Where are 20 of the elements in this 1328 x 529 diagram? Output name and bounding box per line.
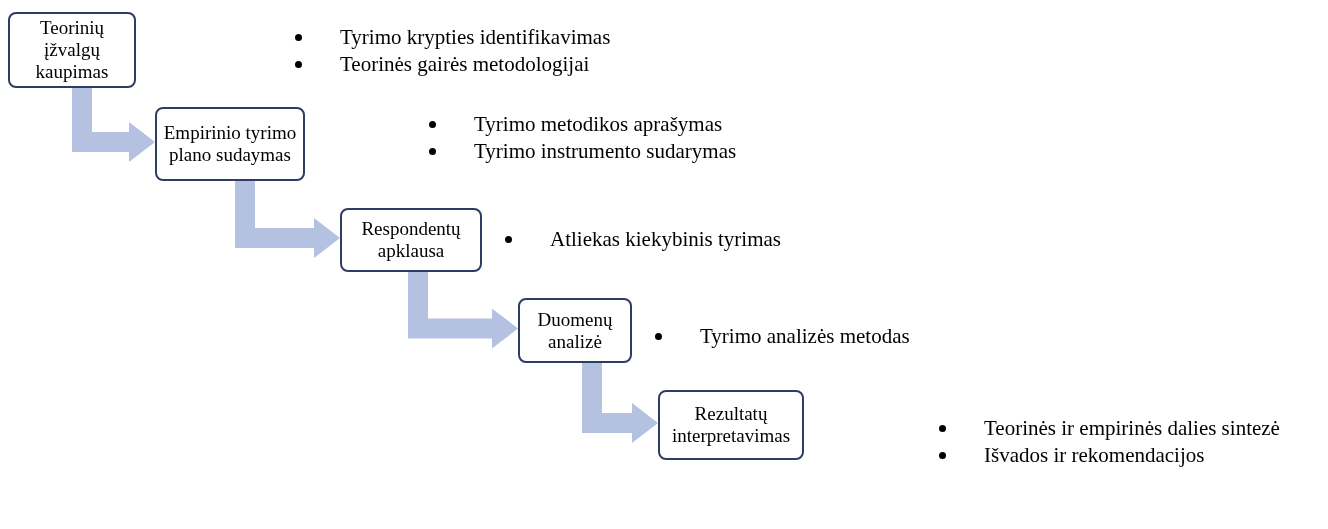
bullet-text: Tyrimo analizės metodas — [700, 323, 910, 350]
process-box — [658, 390, 804, 460]
box-label: Respondentų apklausa — [360, 218, 462, 262]
arrow — [582, 363, 658, 443]
box-label: Empirinio tyrimo plano sudaymas — [162, 122, 298, 166]
bullet-text: Tyrimo krypties identifikavimas — [340, 24, 611, 51]
bullet-text: Tyrimo instrumento sudarymas — [474, 138, 737, 165]
process-box — [340, 208, 482, 272]
box-label: Teorinių įžvalgų kaupimas — [34, 17, 110, 83]
process-box — [518, 298, 632, 363]
box-label: Rezultatų interpretavimas — [670, 403, 792, 447]
process-box — [155, 107, 305, 181]
bullet-text: Atliekas kiekybinis tyrimas — [550, 226, 781, 253]
bullet-text: Teorinės ir empirinės dalies sintezė — [984, 415, 1280, 442]
bullet-text: Tyrimo metodikos aprašymas — [474, 111, 723, 138]
process-box — [8, 12, 136, 88]
box-label: Duomenų analizė — [536, 308, 614, 353]
bullet-text: Išvados ir rekomendacijos — [984, 442, 1205, 469]
bullet-text: Teorinės gairės metodologijai — [340, 51, 590, 78]
arrow — [72, 88, 155, 162]
